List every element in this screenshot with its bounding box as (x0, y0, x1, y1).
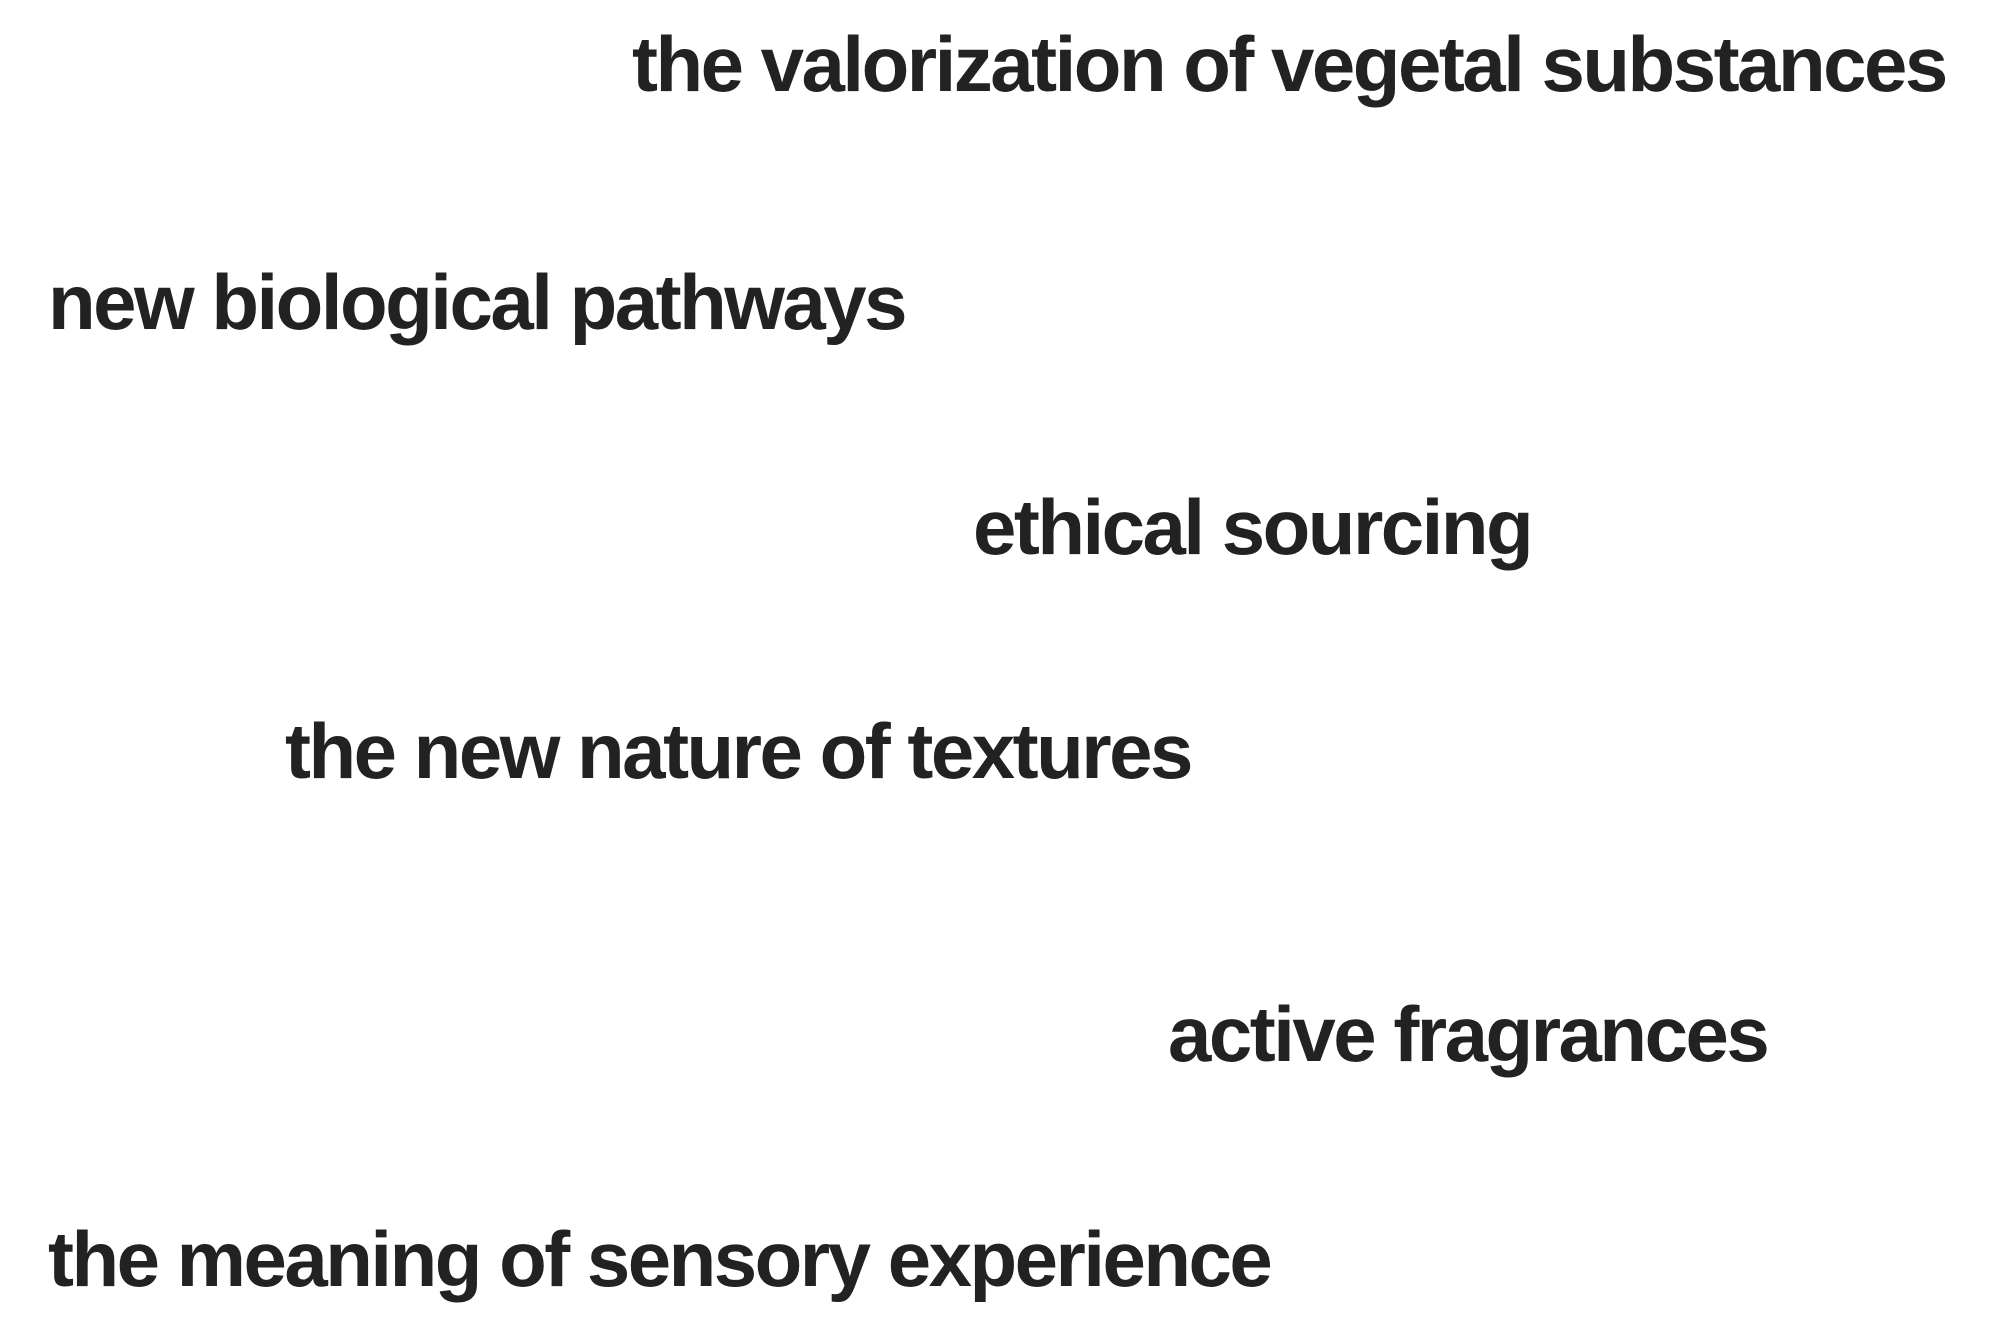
phrase-meaning-of-sensory-experience: the meaning of sensory experience (48, 1215, 1273, 1303)
phrase-active-fragrances: active fragrances (1168, 990, 1770, 1078)
phrase-new-nature-of-textures: the new nature of textures (285, 707, 1193, 795)
phrase-ethical-sourcing: ethical sourcing (973, 483, 1534, 571)
phrase-valorization-of-vegetal-substances: the valorization of vegetal substances (632, 20, 1948, 108)
phrase-new-biological-pathways: new biological pathways (48, 258, 908, 346)
